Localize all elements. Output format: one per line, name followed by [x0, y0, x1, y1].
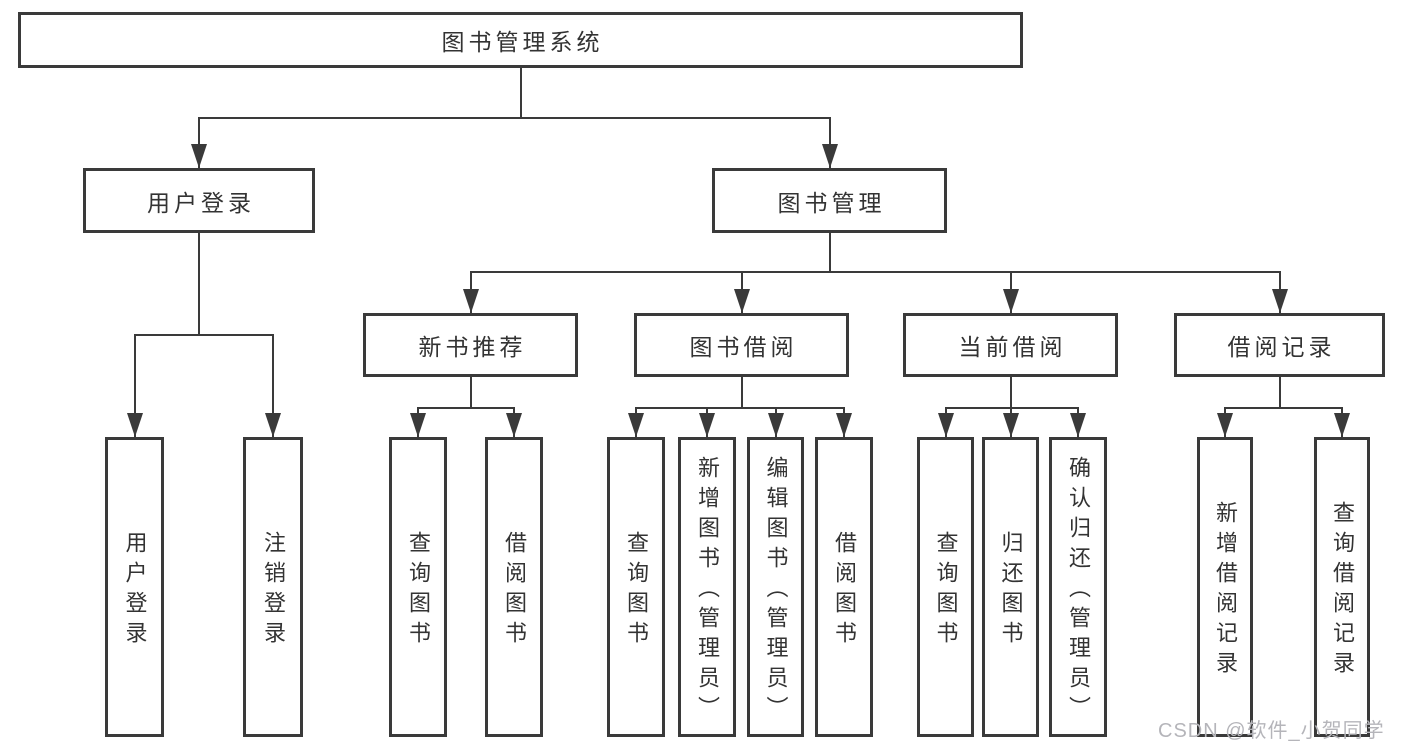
arrowhead-down-icon	[410, 413, 426, 437]
arrowhead-down-icon	[821, 144, 838, 168]
connector-drop	[198, 118, 200, 168]
node-leaf-edit-book: 编辑图书（管理员）	[747, 437, 804, 737]
node-book-mgmt: 图书管理	[712, 168, 947, 233]
connector-stem	[1009, 377, 1012, 408]
connector-bus	[469, 271, 1281, 273]
connector-drop	[272, 335, 274, 437]
node-label: 编辑图书（管理员）	[763, 456, 789, 726]
connector-bus	[417, 407, 515, 409]
node-new-book-rec: 新书推荐	[363, 313, 578, 377]
node-label: 注销登录	[261, 531, 286, 651]
arrowhead-down-icon	[1217, 413, 1233, 437]
connector-bus	[1224, 407, 1343, 409]
node-root: 图书管理系统	[18, 12, 1023, 68]
node-leaf-user-login: 用户登录	[105, 437, 164, 737]
arrowhead-down-icon	[1334, 413, 1350, 437]
node-borrow-records: 借阅记录	[1174, 313, 1385, 377]
node-label: 查询图书	[406, 531, 431, 651]
node-book-borrow: 图书借阅	[634, 313, 849, 377]
arrowhead-down-icon	[1271, 289, 1288, 313]
connector-stem	[469, 377, 472, 408]
connector-stem	[828, 233, 831, 272]
node-label: 确认归还（管理员）	[1066, 456, 1091, 726]
node-label: 新书推荐	[418, 334, 527, 360]
connector-stem	[198, 233, 200, 335]
arrowhead-down-icon	[836, 413, 852, 437]
node-user-login: 用户登录	[83, 168, 315, 233]
csdn-watermark: CSDN @软件_小贺同学	[1158, 720, 1385, 742]
node-label: 用户登录	[147, 189, 255, 216]
node-label: 借阅图书	[502, 531, 527, 651]
node-label: 新增借阅记录	[1213, 501, 1238, 681]
node-leaf-borrow-book-bor: 借阅图书	[815, 437, 873, 737]
node-label: 图书管理	[777, 189, 886, 216]
node-label: 借阅图书	[832, 531, 857, 651]
node-leaf-borrow-book-rec: 借阅图书	[485, 437, 543, 737]
connector-bus	[944, 407, 1079, 409]
node-leaf-confirm-return: 确认归还（管理员）	[1049, 437, 1107, 737]
connector-drop	[133, 335, 136, 437]
node-label: 查询图书	[933, 531, 959, 651]
arrowhead-down-icon	[699, 413, 715, 437]
arrowhead-down-icon	[265, 413, 281, 437]
node-label: 图书借阅	[689, 334, 798, 360]
connector-stem	[1278, 377, 1281, 408]
node-label: 新增图书（管理员）	[695, 456, 720, 726]
connector-drop	[828, 118, 831, 168]
connector-stem	[740, 377, 743, 408]
arrowhead-down-icon	[126, 413, 143, 437]
arrowhead-down-icon	[767, 413, 784, 437]
connector-bus	[133, 334, 274, 336]
node-current-borrow: 当前借阅	[903, 313, 1118, 377]
node-label: 借阅记录	[1227, 334, 1336, 360]
node-leaf-query-book-bor: 查询图书	[607, 437, 665, 737]
arrowhead-down-icon	[462, 289, 479, 313]
node-leaf-add-record: 新增借阅记录	[1197, 437, 1253, 737]
node-label: 图书管理系统	[441, 29, 604, 55]
connector-stem	[519, 68, 522, 118]
node-leaf-return-book: 归还图书	[982, 437, 1039, 737]
arrowhead-down-icon	[1002, 289, 1019, 313]
arrowhead-down-icon	[1070, 413, 1086, 437]
node-label: 查询借阅记录	[1330, 501, 1355, 681]
arrowhead-down-icon	[1002, 413, 1019, 437]
arrowhead-down-icon	[191, 144, 207, 168]
arrowhead-down-icon	[937, 413, 954, 437]
node-label: 查询图书	[624, 531, 649, 651]
node-leaf-logout: 注销登录	[243, 437, 303, 737]
node-label: 用户登录	[122, 531, 148, 651]
node-leaf-add-book: 新增图书（管理员）	[678, 437, 736, 737]
connector-bus	[198, 117, 831, 119]
node-label: 归还图书	[998, 531, 1024, 651]
arrowhead-down-icon	[506, 413, 522, 437]
arrowhead-down-icon	[733, 289, 750, 313]
node-leaf-query-book-rec: 查询图书	[389, 437, 447, 737]
node-leaf-query-book-cur: 查询图书	[917, 437, 974, 737]
node-leaf-query-record: 查询借阅记录	[1314, 437, 1370, 737]
connector-bus	[635, 407, 845, 409]
node-label: 当前借阅	[958, 334, 1067, 360]
arrowhead-down-icon	[628, 413, 644, 437]
